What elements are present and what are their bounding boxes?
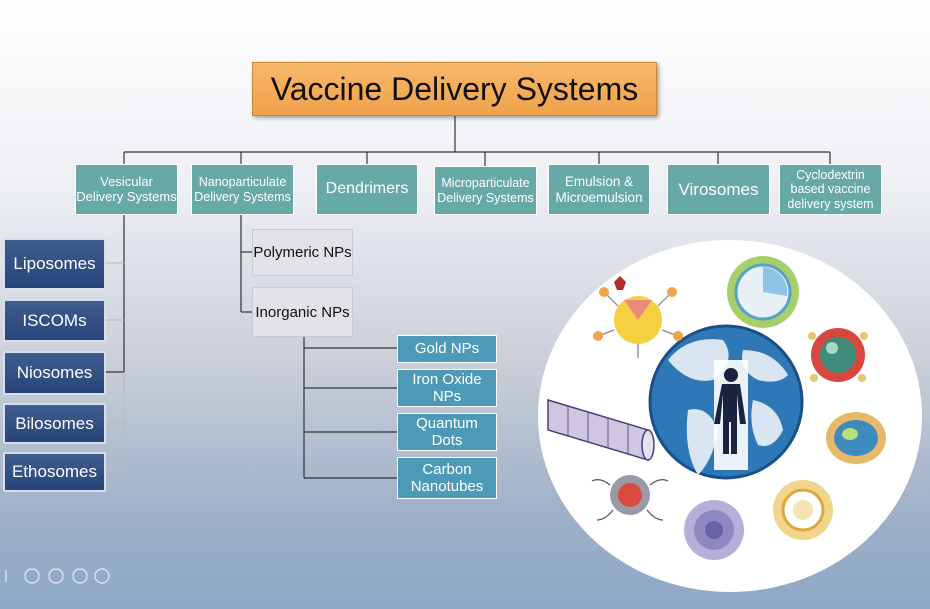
menu-icon <box>72 568 88 584</box>
nano-item-polymeric: Polymeric NPs <box>252 229 353 276</box>
liposome-icon <box>727 256 799 328</box>
carbon-nanotube-icon <box>547 398 655 462</box>
inorganic-item-quantum-dots: Quantum Dots <box>397 413 497 451</box>
antigen-particle-icon <box>593 276 683 358</box>
category-virosomes: Virosomes <box>667 164 770 215</box>
category-vesicular: Vesicular Delivery Systems <box>75 164 178 215</box>
category-nanoparticulate: Nanoparticulate Delivery Systems <box>191 164 294 215</box>
category-microparticulate: Microparticulate Delivery Systems <box>434 166 537 215</box>
vesicular-item-bilosomes: Bilosomes <box>3 403 106 444</box>
vesicular-item-niosomes: Niosomes <box>3 351 106 395</box>
inorganic-item-carbon-nanotubes: Carbon Nanotubes <box>397 457 497 499</box>
vesicular-item-liposomes: Liposomes <box>3 238 106 290</box>
human-figure-icon <box>714 368 746 454</box>
nano-item-inorganic: Inorganic NPs <box>252 287 353 337</box>
zoom-icon <box>48 568 64 584</box>
more-icon <box>94 568 110 584</box>
dendrimer-icon <box>684 500 744 560</box>
inorganic-item-iron-oxide: Iron Oxide NPs <box>397 369 497 407</box>
slide-controls[interactable] <box>2 566 112 586</box>
cell-icon <box>826 412 886 464</box>
vesicular-item-iscoms: ISCOMs <box>3 299 106 342</box>
category-emulsion: Emulsion & Microemulsion <box>548 164 650 215</box>
pen-icon <box>24 568 40 584</box>
vesicular-item-ethosomes: Ethosomes <box>3 452 106 492</box>
illustration-circle <box>538 240 922 592</box>
micelle-icon <box>773 480 833 540</box>
quantum-dot-icon <box>591 475 669 521</box>
inorganic-item-gold: Gold NPs <box>397 335 497 363</box>
category-dendrimers: Dendrimers <box>316 164 418 215</box>
virus-icon <box>808 328 868 382</box>
diagram-title: Vaccine Delivery Systems <box>252 62 657 116</box>
nanoparticle-illustration <box>547 256 886 560</box>
category-cyclodextrin: Cyclodextrin based vaccine delivery syst… <box>779 164 882 215</box>
